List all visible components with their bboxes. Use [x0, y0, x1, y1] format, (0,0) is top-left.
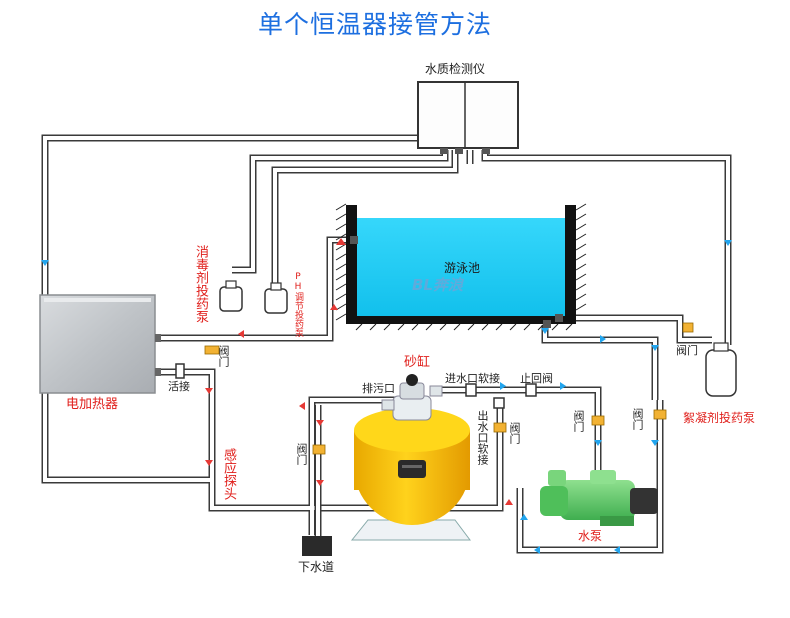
valve-pump-label: 阀门 [572, 410, 585, 432]
heater-box [39, 294, 161, 394]
water-pump-label: 水泵 [578, 529, 603, 543]
pool-logo: BL奔浪 [412, 276, 463, 294]
disinfectant-pump-tank [219, 280, 243, 312]
check-valve-icon [525, 383, 537, 397]
valve-return-label: 阀门 [631, 408, 644, 430]
valve-heater-label: 阀门 [217, 345, 230, 367]
ph-pump-tank [264, 282, 288, 314]
backflow-valve-label: 止回阀 [520, 372, 553, 385]
valve-left-label: 阀门 [295, 443, 308, 465]
flocculant-pump-tank [705, 342, 737, 397]
pool-basin [335, 203, 587, 331]
sand-filter-label: 砂缸 [404, 355, 431, 370]
sand-filter-tank [350, 374, 471, 541]
flocculant-pump-label: 絮凝剂投药泵 [683, 411, 756, 425]
heater-label: 电加热器 [66, 397, 119, 412]
water-tester-label: 水质检测仪 [425, 62, 486, 76]
page-title: 单个恒温器接管方法 [258, 10, 493, 39]
valve-outlet-label: 阀门 [508, 422, 521, 444]
water-tester-box [417, 81, 519, 154]
sensor-probe-label: 感应探头 [221, 448, 236, 500]
outlet-hose-label: 出水口软接 [476, 410, 489, 465]
outlet-hose-fitting [493, 397, 505, 409]
valve-flocculant-label: 阀门 [676, 344, 698, 357]
drain-port-label: 排污口 [362, 382, 395, 395]
union-fitting [175, 363, 185, 379]
sewer-drain [302, 536, 332, 556]
disinfectant-pump-label: 消毒剂投药泵 [193, 245, 208, 323]
sewer-label: 下水道 [298, 560, 335, 574]
inlet-hose-fitting [465, 383, 477, 397]
ph-pump-label: PH调节投药泵 [293, 272, 303, 337]
flow-arrow-icon [41, 240, 732, 554]
flow-arrow-icon [205, 238, 513, 505]
pool-label: 游泳池 [444, 261, 481, 275]
union-label: 活接 [168, 380, 190, 393]
valve-icon[interactable] [204, 322, 694, 455]
water-pump-body [540, 470, 658, 526]
inlet-hose-label: 进水口软接 [445, 372, 500, 385]
